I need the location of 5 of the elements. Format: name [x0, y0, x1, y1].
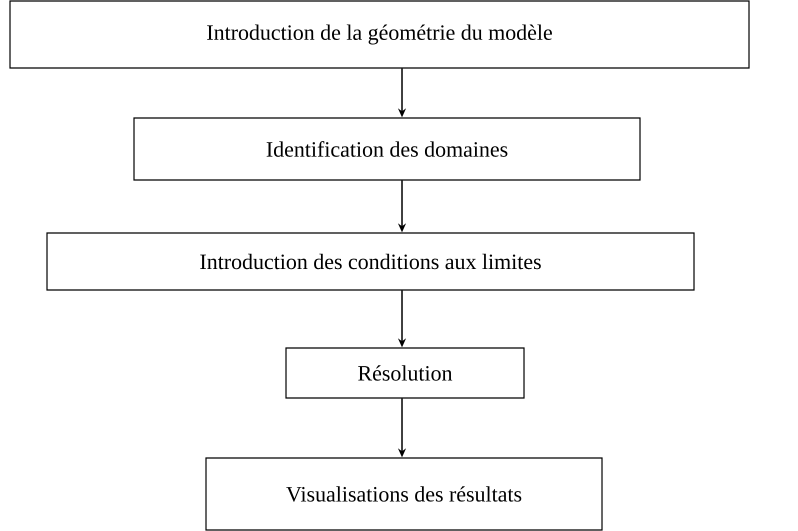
process-box: Visualisations des résultats [205, 457, 603, 531]
process-box: Introduction des conditions aux limites [46, 232, 695, 291]
process-box: Identification des domaines [133, 117, 641, 181]
process-box: Introduction de la géométrie du modèle [9, 0, 750, 69]
process-box: Résolution [285, 347, 525, 399]
